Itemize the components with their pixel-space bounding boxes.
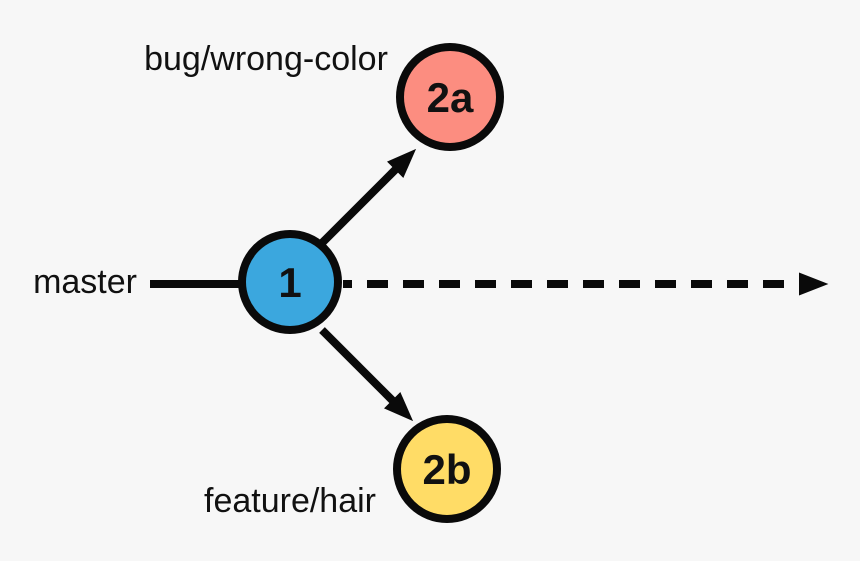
branch-label-bug-wrong-color: bug/wrong-color [144, 40, 388, 78]
commit-node-2b-label: 2b [422, 446, 471, 493]
edge-node1-to-node2a-arrow [317, 148, 417, 248]
commit-node-2a [396, 43, 504, 151]
commit-node-1-label: 1 [278, 259, 301, 306]
commit-node-2b [393, 415, 501, 523]
commit-node-1 [238, 230, 342, 334]
edge-node1-to-node2b-arrow [319, 327, 414, 422]
branch-label-feature-hair: feature/hair [204, 482, 376, 520]
branch-label-master: master [33, 263, 137, 301]
commit-node-2a-label: 2a [427, 74, 474, 121]
